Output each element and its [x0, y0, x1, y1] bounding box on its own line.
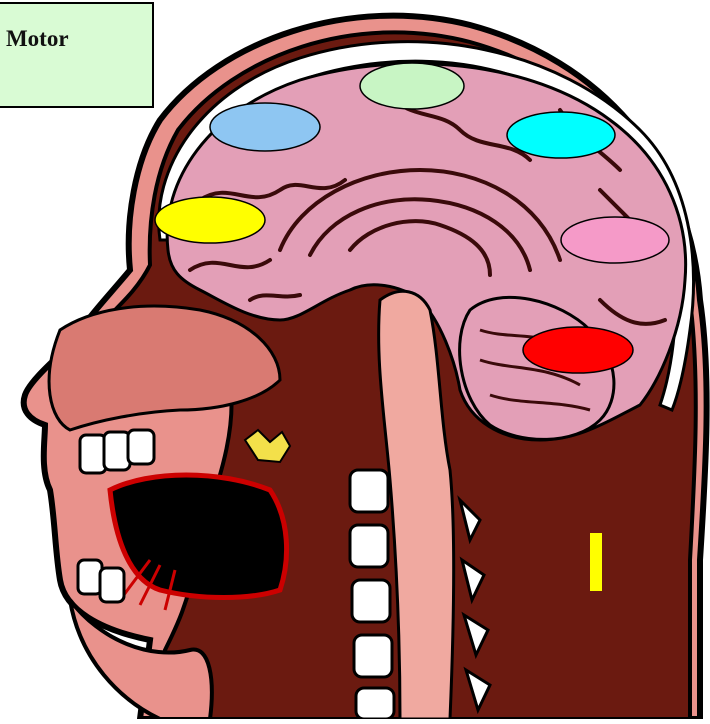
marker-upper-left-blue[interactable]: [210, 103, 320, 151]
yellow-callout-tab: [590, 533, 602, 591]
marker-right-pink[interactable]: [561, 217, 669, 263]
marker-left-yellow[interactable]: [155, 197, 265, 243]
marker-top-green[interactable]: [360, 63, 464, 109]
marker-right-cyan[interactable]: [507, 112, 615, 158]
marker-cerebellum-red[interactable]: [523, 327, 633, 373]
motor-label-text: e Motor: [0, 26, 69, 52]
motor-label-box: e Motor: [0, 2, 154, 108]
